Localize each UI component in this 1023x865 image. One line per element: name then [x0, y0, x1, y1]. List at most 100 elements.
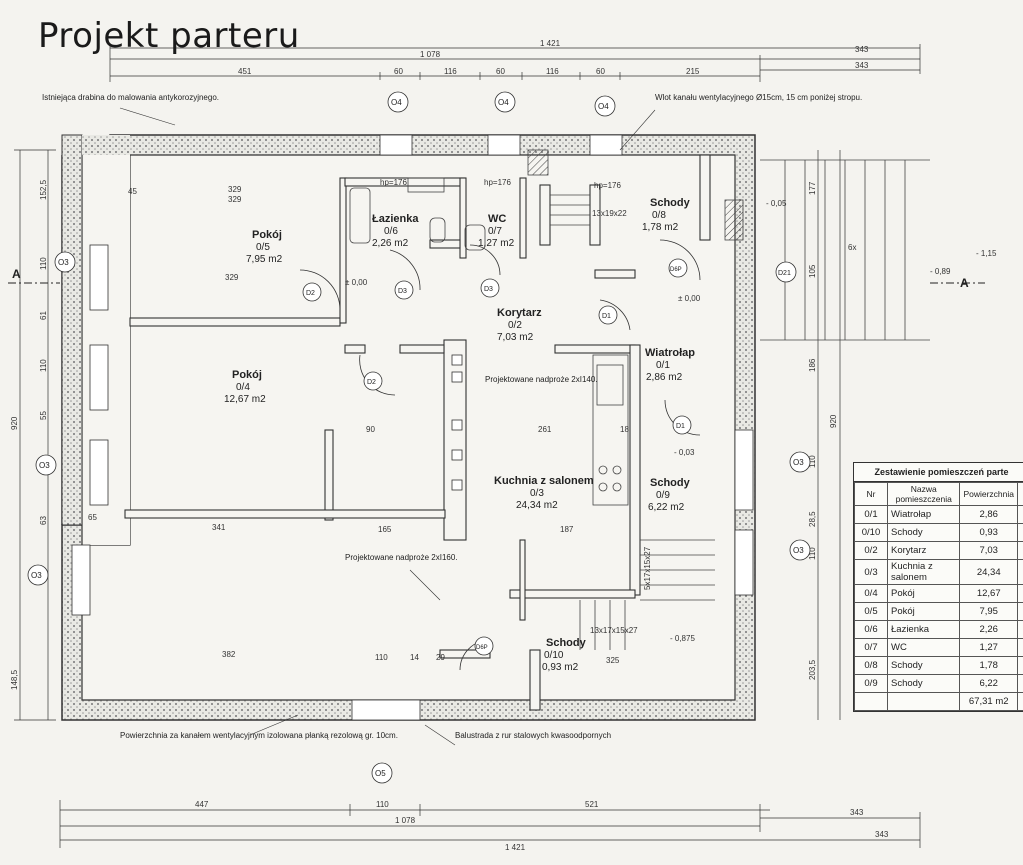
dim-top-right: 343 [855, 45, 869, 54]
door-tag-d1-b: D1 [676, 423, 685, 430]
table-total: 67,31 m2 [959, 692, 1018, 711]
dim-left-seg-6: 63 [39, 516, 48, 525]
window-tag-d21: D21 [778, 270, 791, 277]
cell-area: 7,03 [959, 541, 1018, 560]
table-header-row: Nr Nazwa pomieszczenia Powierzchnia [854, 482, 1023, 506]
section-label-left: A [12, 267, 21, 281]
stairs-0-9 [579, 539, 715, 650]
note-drabina: Istniejąca drabina do malowania antykoro… [42, 93, 219, 126]
header-name: Nazwa pomieszczenia [886, 482, 961, 506]
note-nadproze-1-text: Projektowane nadproże 2xI140. [485, 375, 598, 384]
dim-top-seg-2: 116 [444, 67, 457, 76]
room-name: Schody [546, 637, 587, 649]
cell-area: 7,95 [959, 602, 1018, 621]
dim-left-total: 920 [10, 416, 19, 430]
room-code: 0/4 [236, 382, 250, 393]
note-drabina-text: Istniejąca drabina do malowania antykoro… [42, 93, 219, 102]
door-tags [302, 258, 692, 656]
dim-right-seg-2: 186 [808, 358, 817, 372]
dim-top-seg-5: 60 [596, 67, 605, 76]
room-code: 0/8 [652, 210, 666, 221]
left-dimension-labels: 920 152,5 110 61 110 55 110 63 110 148,5 [10, 179, 48, 690]
cell-name: Schody [886, 674, 961, 693]
svg-text:5x17x15x27: 5x17x15x27 [643, 546, 652, 590]
dim-bottom-right-2: 343 [875, 830, 889, 839]
cell-extra [1017, 559, 1023, 585]
window-tag-o4-c: O4 [598, 102, 609, 111]
dim-left-seg-3: 110 [39, 359, 48, 372]
room-code: 0/7 [488, 226, 502, 237]
dim-right-seg-0: 177 [808, 181, 817, 195]
cell-extra [1017, 541, 1023, 560]
room-area: 6,22 m2 [648, 502, 685, 513]
cell-nr: 0/10 [854, 523, 888, 542]
cell-area: 2,86 [959, 505, 1018, 524]
stair-annotations: 13x19x22 13x17x15x27 5x17x15x27 hp=176 h… [380, 178, 856, 635]
cell-extra [1017, 656, 1023, 675]
dim-bottom-total: 1 421 [505, 843, 526, 852]
window-tag-o4-a: O4 [391, 98, 402, 107]
svg-text:261: 261 [538, 425, 552, 434]
room-area: 2,86 m2 [646, 372, 683, 383]
svg-text:hp=176: hp=176 [594, 181, 621, 190]
window-tag-o3-b: O3 [39, 461, 50, 470]
svg-text:382: 382 [222, 650, 236, 659]
note-powierzchnia-text: Powierzchnia za kanałem wentylacyjnym iz… [120, 731, 398, 740]
note-wlot: Wlot kanału wentylacyjnego Ø15cm, 15 cm … [619, 93, 862, 151]
cell-name: Łazienka [886, 620, 961, 639]
svg-text:hp=176: hp=176 [484, 178, 511, 187]
room-schedule-table: Zestawienie pomieszczeń parte Nr Nazwa p… [853, 462, 1023, 712]
dim-bottom-seg-2: 521 [585, 800, 599, 809]
level-marks: ± 0,00 ± 0,00 - 0,05 - 0,03 - 0,875 - 1,… [345, 199, 997, 643]
note-nadproze-1: Projektowane nadproże 2xI140. [485, 375, 598, 384]
room-name: Korytarz [497, 307, 542, 319]
room-code: 0/3 [530, 488, 544, 499]
room-name: Schody [650, 477, 691, 489]
svg-text:18: 18 [620, 425, 629, 434]
header-area: Powierzchnia [959, 482, 1018, 506]
svg-text:110: 110 [375, 653, 388, 662]
svg-text:14: 14 [410, 653, 419, 662]
dim-top-seg-1: 60 [394, 67, 403, 76]
dim-top-seg-4: 116 [546, 67, 559, 76]
room-area: 24,34 m2 [516, 500, 558, 511]
cell-extra [1017, 638, 1023, 657]
interior-dimensions: 329 329 329 341 382 261 187 165 325 110 … [88, 185, 629, 665]
svg-text:13x19x22: 13x19x22 [592, 209, 627, 218]
stairs-top [527, 149, 744, 241]
room-code: 0/2 [508, 320, 522, 331]
svg-text:90: 90 [366, 425, 375, 434]
cell-area: 1,78 [959, 656, 1018, 675]
bottom-dimensions [59, 800, 921, 848]
svg-text:- 0,875: - 0,875 [670, 634, 695, 643]
dim-bottom-seg-1: 110 [376, 800, 389, 809]
cell-name: Schody [886, 523, 961, 542]
cell-nr: 0/4 [854, 584, 888, 603]
dim-top-right-2: 343 [855, 61, 869, 70]
svg-text:325: 325 [606, 656, 620, 665]
room-schody-0-10: Schody 0/10 0,93 m2 [542, 637, 587, 673]
room-wc-0-7: WC 0/7 1,27 m2 [478, 213, 515, 249]
svg-text:45: 45 [128, 187, 137, 196]
svg-text:329: 329 [225, 273, 239, 282]
cell-nr: 0/9 [854, 674, 888, 693]
room-area: 2,26 m2 [372, 238, 409, 249]
room-pokoj-0-5: Pokój 0/5 7,95 m2 [246, 229, 283, 265]
top-dimensions [109, 44, 921, 82]
door-tag-labels: D2 D3 D3 D2 D1 D6P D6P D1 [306, 267, 685, 651]
svg-text:65: 65 [88, 513, 97, 522]
room-lazienka-0-6: Łazienka 0/6 2,26 m2 [372, 213, 419, 249]
room-kuchnia-0-3: Kuchnia z salonem 0/3 24,34 m2 [494, 475, 594, 511]
cell-nr: 0/7 [854, 638, 888, 657]
room-name: Schody [650, 197, 691, 209]
cell-name: Korytarz [886, 541, 961, 560]
section-label-right: A [960, 276, 969, 290]
left-dimensions [14, 149, 56, 721]
room-schody-0-9: Schody 0/9 6,22 m2 [648, 477, 691, 513]
